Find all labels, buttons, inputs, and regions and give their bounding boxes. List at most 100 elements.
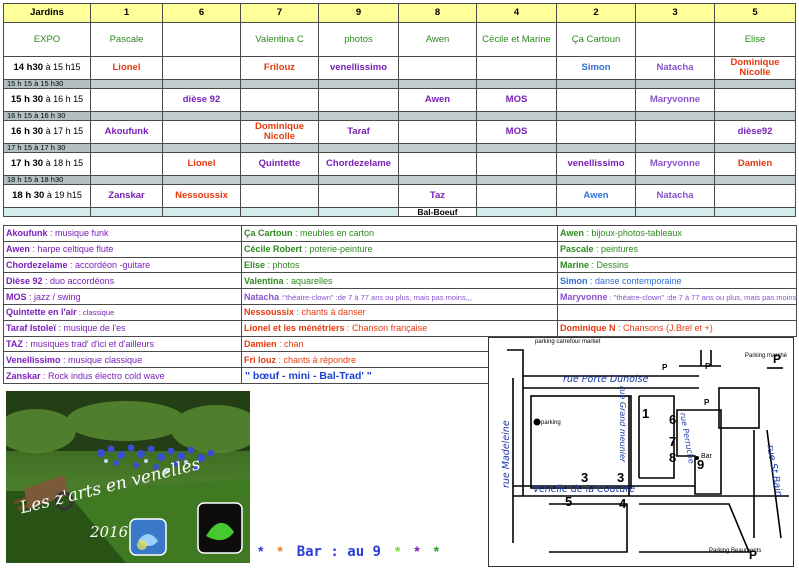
legend-entry: Cécile Robert : poterie-peinture [241, 240, 558, 258]
legend-artist-desc: : Chanson française [344, 323, 428, 334]
bal-blank-cell [318, 206, 399, 218]
expo-cell: photos [318, 22, 399, 57]
break-cell [635, 110, 715, 121]
photo-year-overlay: 2016 [90, 523, 129, 541]
performance-cell: Dominique Nicolle [714, 56, 796, 80]
performance-cell: Lionel [162, 151, 241, 176]
header-cell: 8 [398, 3, 477, 23]
break-cell [476, 174, 557, 185]
performance-cell [476, 56, 557, 80]
star-icon: * [433, 543, 440, 559]
legend-artist-name: Elise [244, 259, 266, 270]
street-madeleine: rue Madeleine [501, 420, 512, 488]
time-slot-label: 17 h 30 à 18 h 15 [3, 151, 91, 176]
legend-entry: Maryvonne : "théatre-clown" :de 7 à 77 a… [557, 288, 797, 305]
break-cell [318, 110, 399, 121]
parking-icon: P [773, 352, 782, 366]
performance-cell: Simon [556, 56, 636, 80]
star-icon: * [394, 543, 401, 559]
break-cell [635, 79, 715, 89]
bal-boeuf-row: Bal-Boeuf [3, 206, 796, 218]
break-time-label: 16 h 15 à 16 h 30 [3, 110, 91, 121]
legend-artist-desc: : jazz / swing [26, 291, 81, 302]
legend-entry: Marine : Dessins [557, 256, 797, 274]
break-cell [318, 79, 399, 89]
legend-artist-name: Venellissimo [6, 354, 61, 365]
legend-entry: Ça Cartoun : meubles en carton [241, 225, 558, 242]
performance-cell: Natacha [635, 56, 715, 80]
performance-cell [556, 87, 636, 112]
legend-artist-desc: : musique classique [60, 354, 143, 365]
performance-cell: MOS [476, 87, 557, 112]
legend-artist-name: Fri louz [244, 354, 276, 365]
legend-artist-name: Awen [560, 228, 584, 239]
break-row: 15 h 15 à 15 h30 [3, 79, 796, 89]
legend-row: Zanskar : Rock indus électro cold wave" … [3, 367, 797, 384]
legend-artist-name: Nessoussix [244, 307, 295, 318]
parking-icon: P [705, 362, 711, 371]
parking-icon: P [662, 363, 668, 372]
legend-artist-name: Damien [244, 338, 277, 349]
bal-blank-cell [556, 206, 636, 218]
performance-cell [240, 87, 319, 112]
bal-blank-cell [162, 206, 241, 218]
break-cell [556, 79, 636, 89]
break-cell [714, 110, 796, 121]
performance-cell [318, 183, 399, 208]
break-time-label: 17 h 15 à 17 h 30 [3, 142, 91, 153]
map-bar-label: Bar [701, 453, 712, 460]
expo-cell: EXPO [3, 22, 91, 57]
map-garden-3b: 3 [617, 470, 625, 485]
performance-cell [635, 119, 715, 144]
legend-entry: Zanskar : Rock indus électro cold wave [3, 367, 242, 384]
break-cell [714, 79, 796, 89]
legend-entry: Venellissimo : musique classique [3, 351, 242, 369]
performance-cell: Taraf [318, 119, 399, 144]
bal-boeuf-cell: Bal-Boeuf [398, 206, 477, 218]
break-cell [398, 142, 477, 153]
legend-artist-name: Marine [560, 259, 590, 270]
legend-row: TAZ : musiques trad' d'ici et d'ailleurs… [3, 335, 797, 353]
expo-cell: Awen [398, 22, 477, 57]
legend-artist-desc: : Rock indus électro cold wave [40, 370, 165, 381]
map-garden-6: 6 [669, 412, 677, 427]
performance-cell: venellissimo [556, 151, 636, 176]
map-garden-4: 4 [619, 496, 627, 511]
break-cell [90, 110, 163, 121]
legend-entry: Pascale : peintures [557, 240, 797, 258]
street-porte-dunoise: rue Porte Dunoise [563, 374, 649, 385]
legend-entry: MOS : jazz / swing [3, 288, 242, 305]
legend-artist-desc: : classique [76, 308, 115, 318]
map-garden-1: 1 [642, 406, 650, 421]
bar-info-line: * * Bar : au 9 * * * [258, 543, 449, 560]
legend-artist-desc: : chan [276, 338, 304, 349]
header-cell: 1 [90, 3, 163, 23]
map-parking-top-label: parking carrefour market [535, 339, 601, 345]
break-time-label: 18 h 15 à 18 h30 [3, 174, 91, 185]
legend-artist-desc: : duo accordéons [42, 275, 115, 286]
break-cell [90, 174, 163, 185]
legend-artist-desc: : bijoux-photos-tableaux [583, 228, 682, 239]
legend-artist-name: TAZ [6, 338, 23, 349]
break-cell [90, 142, 163, 153]
legend-entry: Chordezelame : accordéon -guitare [3, 256, 242, 274]
performance-cell [476, 183, 557, 208]
bal-blank-cell [476, 206, 557, 218]
legend-entry: Natacha :"théatre-clown" :de 7 à 77 ans … [241, 288, 558, 305]
legend-entry: Akoufunk : musique funk [3, 225, 242, 242]
performance-cell: venellissimo [318, 56, 399, 80]
performance-cell: Zanskar [90, 183, 163, 208]
time-slot-label: 14 h30 à 15 h15 [3, 56, 91, 80]
legend-entry: TAZ : musiques trad' d'ici et d'ailleurs [3, 335, 242, 353]
performance-cell [318, 87, 399, 112]
break-cell [635, 174, 715, 185]
map-garden-7: 7 [669, 434, 677, 449]
legend-artist-desc: : accordéon -guitare [67, 259, 151, 270]
performance-cell [162, 56, 241, 80]
map-garden-5: 5 [565, 494, 573, 509]
legend-artist-desc: : meubles en carton [292, 228, 375, 239]
break-cell [318, 142, 399, 153]
